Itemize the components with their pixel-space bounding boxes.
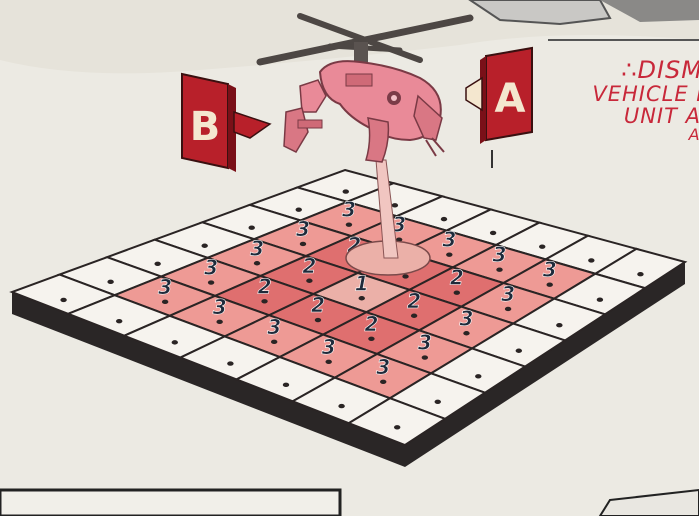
square-center-dot bbox=[116, 319, 122, 323]
square-center-dot bbox=[516, 349, 522, 353]
square-center-dot bbox=[227, 361, 233, 365]
square-center-dot bbox=[154, 262, 160, 266]
range-number: 2 bbox=[450, 266, 464, 290]
square-center-dot bbox=[463, 331, 469, 335]
square-center-dot bbox=[637, 272, 643, 276]
square-center-dot bbox=[505, 307, 511, 311]
range-number: 2 bbox=[311, 293, 325, 317]
board: 3333332223321233222333333 bbox=[12, 170, 685, 467]
square-center-dot bbox=[380, 380, 386, 384]
caption-line-4: A / bbox=[505, 127, 699, 144]
range-number: 2 bbox=[302, 254, 316, 278]
range-number: 3 bbox=[322, 335, 336, 359]
marker-b-label: B bbox=[190, 104, 221, 150]
range-number: 3 bbox=[267, 315, 281, 339]
square-center-dot bbox=[392, 203, 398, 207]
square-center-dot bbox=[454, 291, 460, 295]
square-center-dot bbox=[162, 300, 168, 304]
square-center-dot bbox=[446, 252, 452, 256]
square-center-dot bbox=[359, 296, 365, 300]
marker-b[interactable]: B bbox=[182, 74, 270, 172]
range-number: 3 bbox=[250, 236, 264, 260]
range-number: 1 bbox=[355, 271, 369, 295]
square-center-dot bbox=[296, 207, 302, 211]
square-center-dot bbox=[249, 225, 255, 229]
range-number: 2 bbox=[364, 312, 378, 336]
square-center-dot bbox=[343, 189, 349, 193]
board-grid: 3333332223321233222333333 bbox=[12, 170, 685, 445]
range-number: 2 bbox=[407, 289, 421, 313]
bottom-panel-left bbox=[0, 490, 340, 516]
range-number: 3 bbox=[460, 306, 474, 330]
square-center-dot bbox=[325, 360, 331, 364]
square-center-dot bbox=[402, 274, 408, 278]
square-center-dot bbox=[315, 318, 321, 322]
caption-line-2: VEHICLE L bbox=[505, 83, 699, 105]
square-center-dot bbox=[490, 231, 496, 235]
caption-text: ∴DISM VEHICLE L UNIT A A / bbox=[505, 58, 695, 144]
range-number: 3 bbox=[213, 295, 227, 319]
range-number: 3 bbox=[296, 217, 310, 241]
square-center-dot bbox=[300, 242, 306, 246]
square-center-dot bbox=[411, 314, 417, 318]
square-center-dot bbox=[588, 258, 594, 262]
square-center-dot bbox=[475, 374, 481, 378]
square-center-dot bbox=[547, 282, 553, 286]
square-center-dot bbox=[346, 222, 352, 226]
square-center-dot bbox=[271, 340, 277, 344]
square-center-dot bbox=[422, 355, 428, 359]
square-center-dot bbox=[283, 383, 289, 387]
range-number: 3 bbox=[543, 258, 557, 282]
bottom-panel-right bbox=[600, 490, 699, 516]
range-number: 3 bbox=[493, 243, 507, 267]
range-number: 3 bbox=[342, 198, 356, 222]
square-center-dot bbox=[306, 279, 312, 283]
square-center-dot bbox=[394, 425, 400, 429]
square-center-dot bbox=[216, 320, 222, 324]
square-center-dot bbox=[496, 267, 502, 271]
square-center-dot bbox=[208, 280, 214, 284]
square-center-dot bbox=[441, 217, 447, 221]
square-center-dot bbox=[172, 340, 178, 344]
square-center-dot bbox=[435, 400, 441, 404]
range-number: 3 bbox=[418, 331, 432, 355]
range-number: 3 bbox=[442, 228, 456, 252]
square-center-dot bbox=[539, 244, 545, 248]
square-center-dot bbox=[254, 261, 260, 265]
range-number: 3 bbox=[158, 275, 172, 299]
square-center-dot bbox=[368, 337, 374, 341]
square-center-dot bbox=[338, 404, 344, 408]
range-number: 2 bbox=[258, 274, 272, 298]
square-center-dot bbox=[107, 280, 113, 284]
square-center-dot bbox=[597, 298, 603, 302]
range-number: 3 bbox=[376, 355, 390, 379]
arrow-right-icon bbox=[234, 112, 270, 138]
range-number: 3 bbox=[501, 282, 515, 306]
caption-line-1: ∴DISM bbox=[505, 58, 699, 83]
square-center-dot bbox=[201, 244, 207, 248]
square-center-dot bbox=[261, 299, 267, 303]
square-center-dot bbox=[60, 298, 66, 302]
range-number: 3 bbox=[204, 256, 218, 280]
arrow-left-icon bbox=[466, 78, 482, 110]
caption-line-3: UNIT A bbox=[505, 105, 699, 127]
square-center-dot bbox=[556, 323, 562, 327]
